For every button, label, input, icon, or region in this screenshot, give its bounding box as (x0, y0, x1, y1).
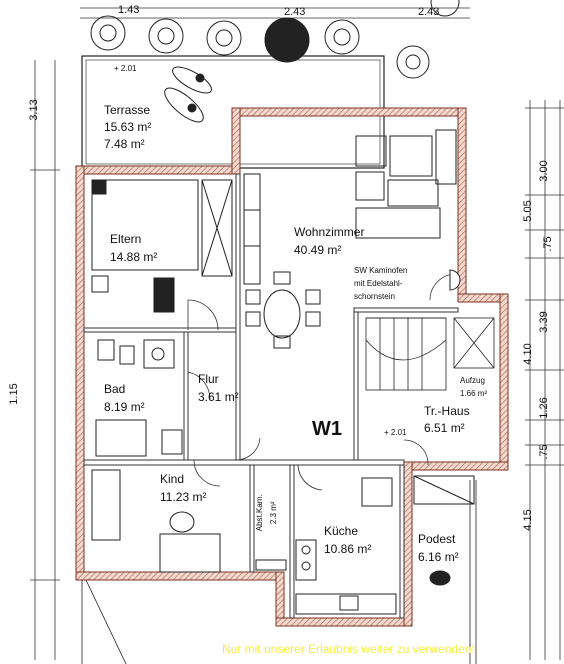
dim-right-2: 5.05 (522, 200, 534, 222)
room-kueche-name: Küche (324, 524, 359, 538)
dim-top-2: 2.43 (284, 6, 306, 18)
dim-left-1: 3.13 (28, 99, 40, 121)
room-trhaus-area: 6.51 m² (424, 421, 465, 435)
dim-right-7: .75 (538, 444, 550, 460)
dim-right-1: 3.00 (538, 160, 550, 182)
kids-furniture (91, 469, 221, 573)
dim-right-5: 4.10 (522, 343, 534, 365)
dim-top-1: 1.43 (118, 4, 140, 16)
dimension-lines (30, 7, 564, 660)
dim-right-3: .75 (542, 236, 554, 252)
kaminofen-note-3: schornstein (354, 292, 395, 301)
bedroom-furniture (91, 179, 233, 313)
room-kind-area: 11.23 m² (160, 490, 207, 504)
room-eltern-name: Eltern (110, 232, 142, 246)
door-swings (187, 273, 457, 491)
terrace-loungers (164, 66, 212, 123)
room-kueche-area: 10.86 m² (324, 542, 372, 556)
dim-right-8: 4.15 (522, 509, 534, 531)
room-wohnzimmer-area: 40.49 m² (294, 243, 342, 257)
unit-label: W1 (312, 418, 342, 440)
bathroom-fixtures (95, 339, 183, 457)
trhaus-level: + 2.01 (384, 428, 407, 437)
room-bad-area: 8.19 m² (104, 400, 145, 414)
room-aufzug-name: Aufzug (460, 376, 485, 385)
living-furniture (243, 129, 461, 349)
room-terrasse-name: Terrasse (104, 103, 151, 117)
room-wohnzimmer-name: Wohnzimmer (294, 225, 365, 239)
room-abstkam-name: Abst.Kam. (255, 494, 265, 532)
kitchen-fixtures (255, 477, 397, 615)
room-terrasse-area-2: 7.48 m² (104, 137, 145, 151)
room-trhaus-name: Tr.-Haus (424, 404, 470, 418)
dim-right-6: 1.26 (538, 397, 550, 419)
room-podest-name: Podest (418, 532, 456, 546)
room-flur-area: 3.61 m² (198, 390, 239, 404)
terrasse-level: + 2.01 (114, 64, 137, 73)
trees (90, 0, 460, 79)
kaminofen-note-1: SW Kaminofen (354, 266, 408, 275)
dim-right-4: 3.39 (538, 311, 550, 333)
outer-walls (75, 107, 509, 627)
room-flur-name: Flur (198, 372, 219, 386)
watermark: Nur mit unserer Erlaubnis weiter zu verw… (222, 642, 475, 656)
kaminofen-note-2: mit Edelstahl- (354, 279, 403, 288)
dim-left-2: 1.15 (8, 383, 20, 405)
site-lines (81, 480, 477, 664)
room-podest-area: 6.16 m² (418, 550, 459, 564)
room-aufzug-area: 1.66 m² (460, 389, 488, 398)
dim-top-3: 2.43 (418, 6, 440, 18)
landing-area (413, 475, 475, 586)
room-terrasse-area: 15.63 m² (104, 120, 152, 134)
staircase (365, 317, 495, 391)
room-kind-name: Kind (160, 472, 185, 486)
room-abstkam-area: 2.3 m² (269, 501, 279, 525)
room-bad-name: Bad (104, 382, 126, 396)
room-eltern-area: 14.88 m² (110, 250, 158, 264)
